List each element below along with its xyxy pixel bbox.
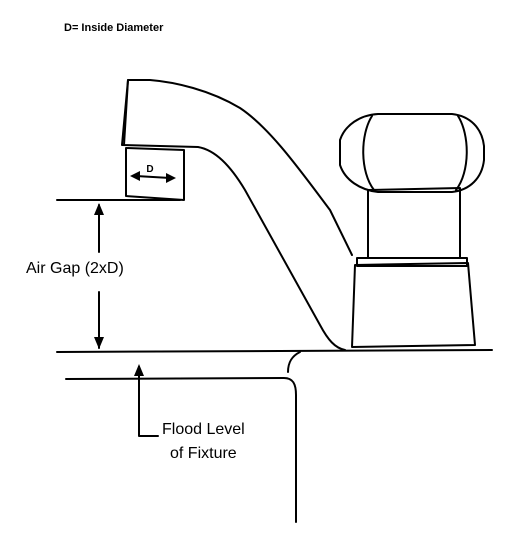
countertop-line (56, 349, 493, 353)
basin-rim (65, 377, 297, 523)
handle-neck (367, 187, 461, 259)
aerator (125, 147, 185, 201)
handle-knob-facet-left (362, 115, 375, 191)
basin-rim-curve (287, 351, 301, 373)
diameter-arrow-left (130, 171, 140, 181)
diameter-label: D (146, 164, 153, 175)
handle-knob-facet-right (455, 115, 468, 191)
faucet-spout (121, 79, 353, 351)
flood-level-line1: Flood Level (162, 421, 245, 438)
diameter-legend: D= Inside Diameter (64, 22, 164, 34)
diameter-arrow-shaft (135, 175, 171, 179)
air-gap-label: Air Gap (2xD) (26, 260, 124, 277)
flood-level-leader (138, 383, 159, 437)
spout-front-edge (123, 79, 129, 146)
handle-base (351, 262, 476, 348)
air-gap-arrow-top (94, 203, 104, 215)
flood-level-label: Flood Level of Fixture (162, 418, 245, 466)
flood-level-line2: of Fixture (170, 445, 237, 462)
diameter-arrow-right (166, 173, 176, 183)
handle-knob (339, 113, 485, 193)
air-gap-arrow-bottom (94, 337, 104, 349)
